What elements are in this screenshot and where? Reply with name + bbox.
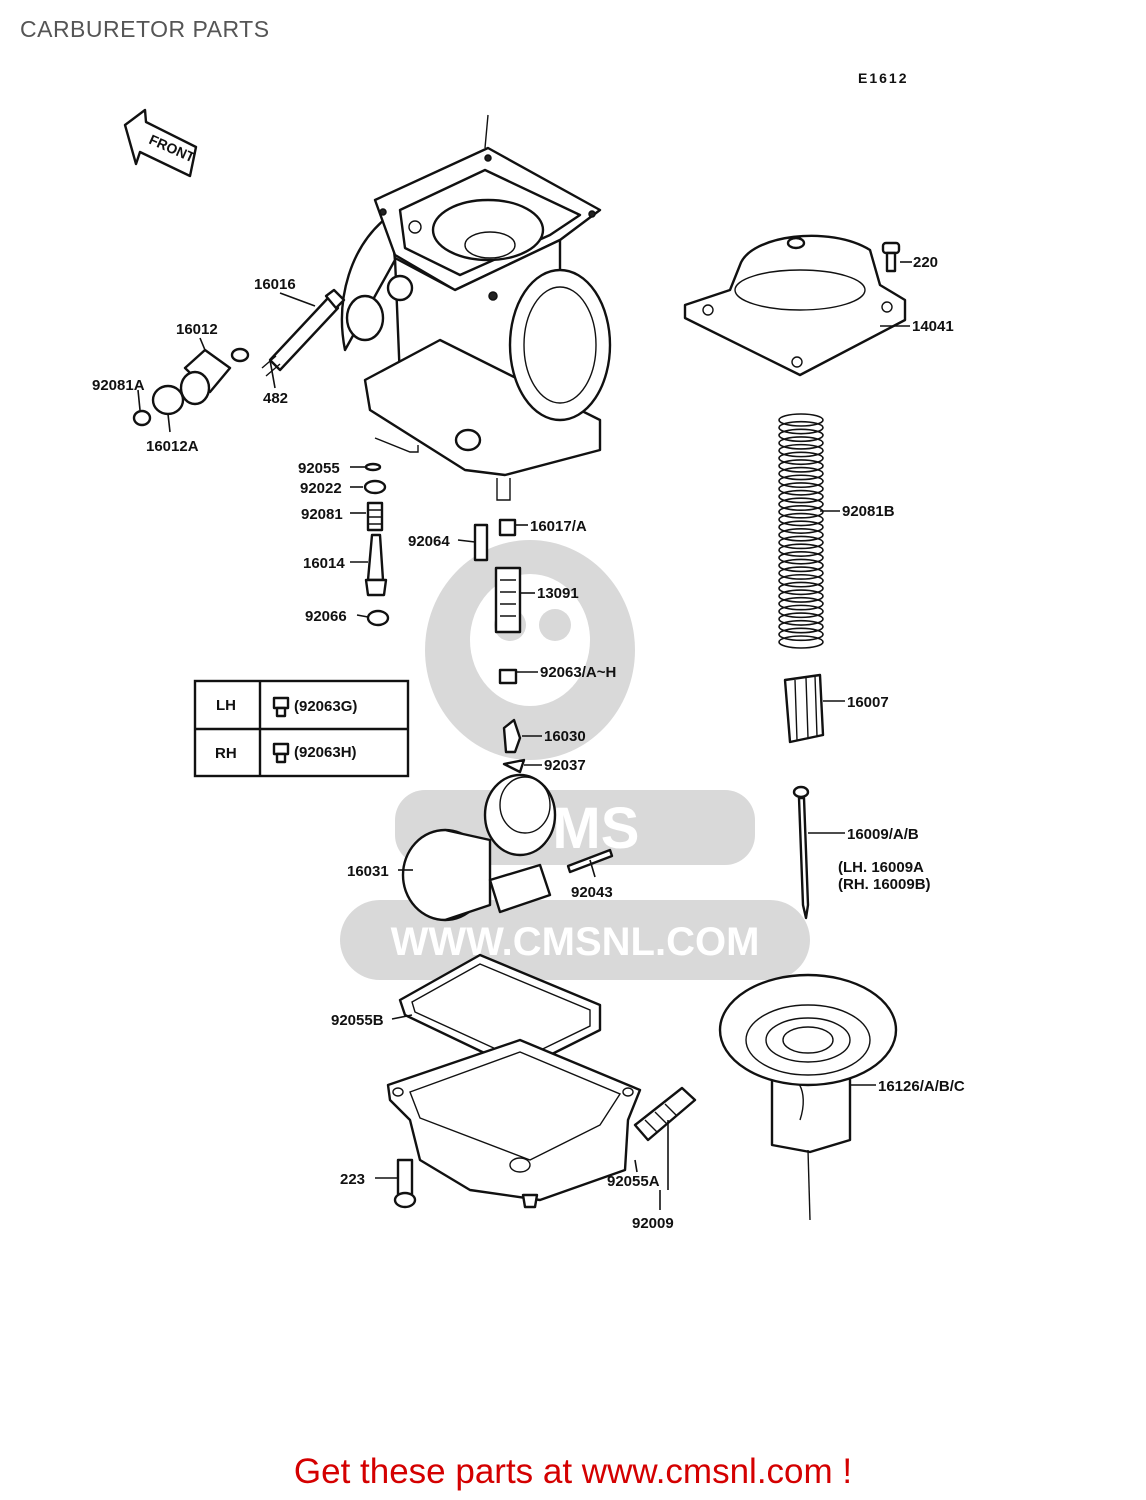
spring-coil — [778, 589, 824, 603]
label-220: 220 — [913, 254, 938, 271]
spring-coil — [778, 566, 824, 580]
spring-coil — [778, 635, 824, 649]
label-16016: 16016 — [254, 276, 296, 293]
spring-coil — [778, 482, 824, 496]
page-title: CARBURETOR PARTS — [20, 16, 270, 42]
label-92081b: 92081B — [842, 503, 895, 520]
screw-223 — [393, 1158, 417, 1209]
drain-screw-92009 — [633, 1086, 697, 1142]
carburetor-body — [340, 114, 612, 477]
label-92009: 92009 — [632, 1215, 674, 1232]
needle-clip-16007 — [783, 673, 825, 744]
label-92066: 92066 — [305, 608, 347, 625]
spring-coil — [778, 459, 824, 473]
spring-coil — [778, 558, 824, 573]
label-13091: 13091 — [537, 585, 579, 602]
label-16009ab: 16009/A/B — [847, 826, 919, 843]
spring-coil — [778, 520, 824, 534]
label-92055a: 92055A — [607, 1173, 660, 1190]
air-valve-16031 — [401, 773, 557, 922]
main-jet-assembly — [363, 437, 526, 774]
label-92055: 92055 — [298, 460, 340, 477]
spring-coil — [778, 497, 824, 512]
jet-needle-16009 — [792, 785, 810, 920]
spring-coil — [778, 443, 824, 458]
jet-icon — [272, 742, 290, 764]
label-482: 482 — [263, 390, 288, 407]
label-16017a: 16017/A — [530, 518, 587, 535]
gasket-92055b — [398, 953, 602, 1072]
label-92043: 92043 — [571, 884, 613, 901]
label-92037: 92037 — [544, 757, 586, 774]
front-arrow-icon: FRONT — [123, 108, 198, 178]
label-16014: 16014 — [303, 555, 345, 572]
spring-coil — [778, 528, 824, 542]
spring-coil — [778, 428, 824, 443]
table-part-rh: (92063H) — [294, 744, 357, 761]
label-92063-a-h: 92063/A~H — [540, 664, 616, 681]
spring-coil — [778, 612, 824, 626]
watermark-url: WWW.CMSNL.COM — [391, 920, 760, 964]
label-92055b: 92055B — [331, 1012, 384, 1029]
spring-coil — [778, 413, 824, 427]
float-bowl — [386, 1038, 642, 1209]
lh-rh-table: LH RH (92063G) (92063H) — [193, 679, 410, 778]
label-16009-lh: (LH. 16009A — [838, 859, 924, 876]
label-223: 223 — [340, 1171, 365, 1188]
label-92022: 92022 — [300, 480, 342, 497]
label-92081: 92081 — [301, 506, 343, 523]
label-16030: 16030 — [544, 728, 586, 745]
label-16009-rh: (RH. 16009B) — [838, 876, 931, 893]
spring-coil — [778, 474, 824, 489]
exploded-parts-diagram: CMS WWW.CMSNL.COM E1612 FRONT — [92, 70, 965, 1232]
label-16012: 16012 — [176, 321, 218, 338]
table-part-lh: (92063G) — [294, 698, 357, 715]
part-labels: 220 14041 16016 16012 92081A 482 16012A … — [92, 254, 965, 1232]
spring-coil — [778, 512, 824, 527]
label-16126: 16126/A/B/C — [878, 1078, 965, 1095]
label-16012a: 16012A — [146, 438, 199, 455]
spring-coil — [778, 466, 824, 481]
table-side-rh: RH — [215, 745, 237, 762]
spring-coil — [778, 596, 824, 611]
screw-220 — [881, 241, 901, 273]
vacuum-piston-16126 — [718, 973, 898, 1221]
table-side-lh: LH — [216, 697, 236, 714]
spring-coil — [778, 505, 824, 519]
spring-coil — [778, 550, 824, 565]
spring-92081b — [778, 413, 824, 649]
spring-coil — [778, 489, 824, 504]
label-14041: 14041 — [912, 318, 954, 335]
spring-coil — [778, 543, 824, 557]
spring-coil — [778, 436, 824, 450]
spring-coil — [778, 420, 824, 435]
spring-coil — [778, 604, 824, 619]
footer-cta[interactable]: Get these parts at www.cmsnl.com ! — [293, 1452, 853, 1491]
label-16007: 16007 — [847, 694, 889, 711]
label-92064: 92064 — [408, 533, 450, 550]
label-92081a: 92081A — [92, 377, 145, 394]
spring-coil — [778, 619, 824, 634]
spring-coil — [778, 535, 824, 550]
pilot-screw-assembly — [132, 288, 346, 427]
jet-icon — [272, 696, 290, 718]
top-cover — [683, 234, 907, 377]
spring-coil — [778, 627, 824, 642]
diagram-code: E1612 — [858, 70, 908, 86]
spring-coil — [778, 451, 824, 466]
spring-coil — [778, 581, 824, 596]
spring-coil — [778, 573, 824, 588]
leader-lines — [137, 261, 912, 1210]
label-16031: 16031 — [347, 863, 389, 880]
